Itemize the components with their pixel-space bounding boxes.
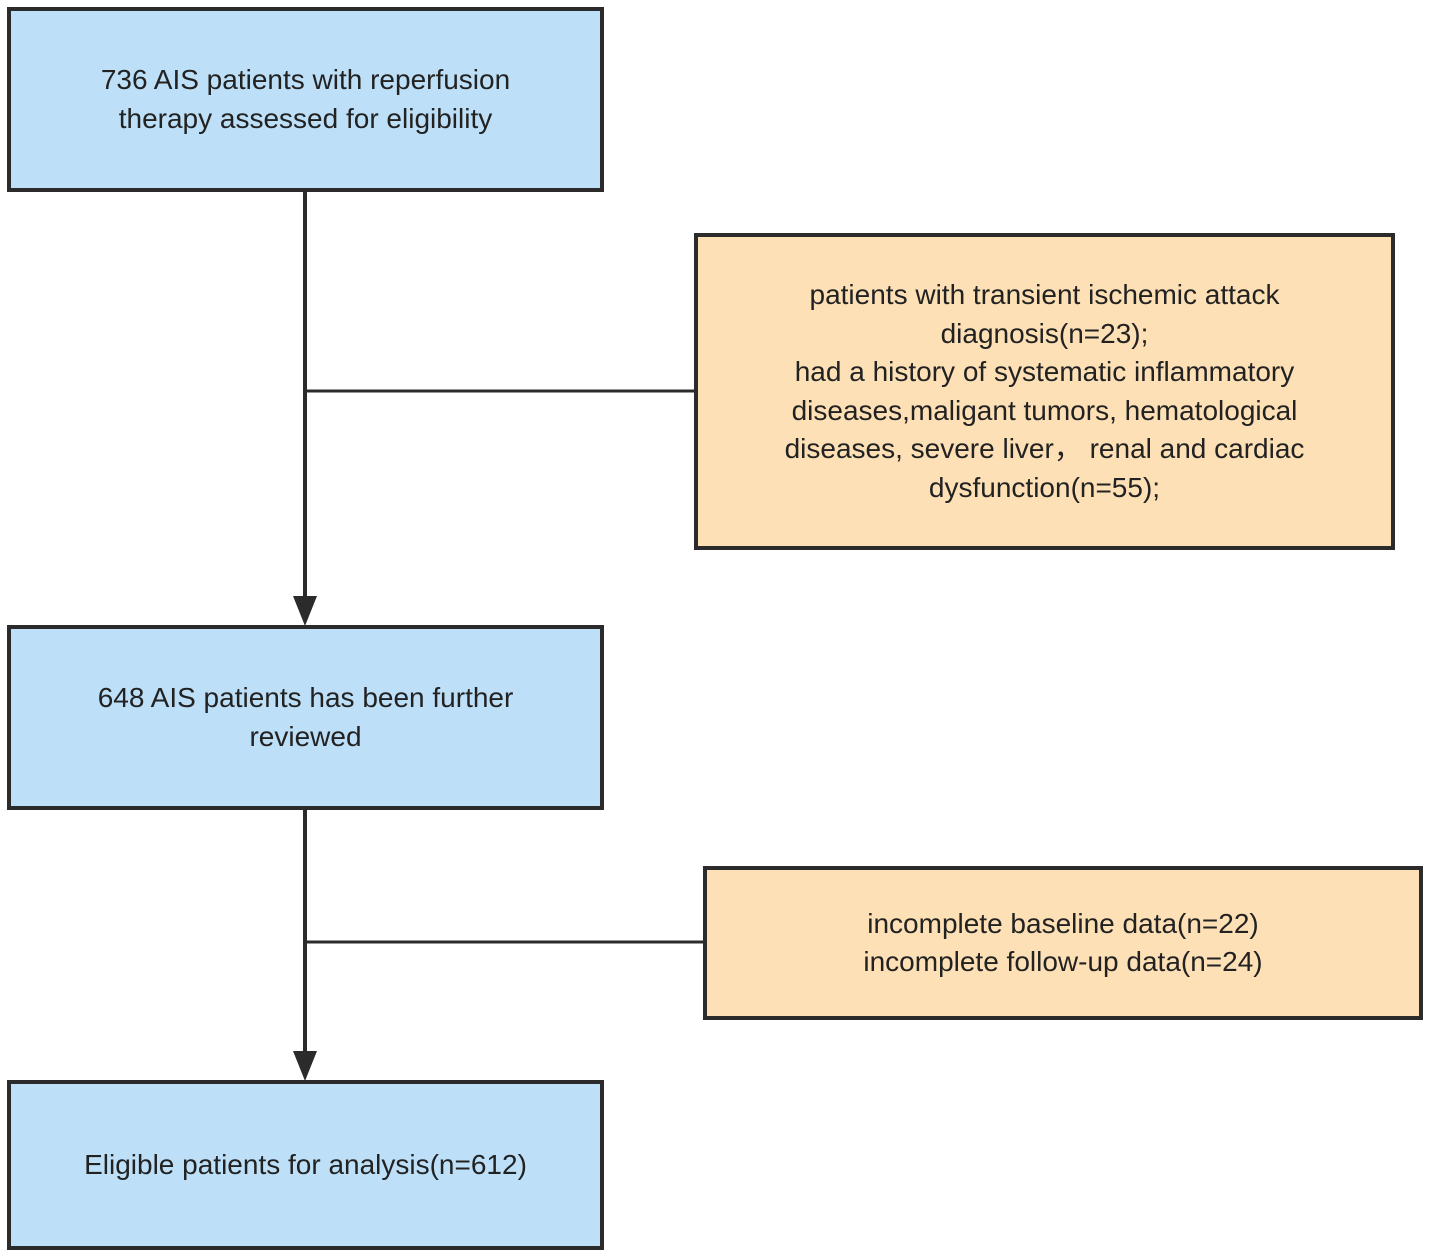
exclusion-box-2: incomplete baseline data(n=22) incomplet… [703,866,1423,1020]
exclusion-1-line: diseases,maligant tumors, hematological [791,394,1298,426]
eligible-text: Eligible patients for analysis(n=612) [84,1146,527,1185]
eligible-line: Eligible patients for analysis(n=612) [84,1148,527,1180]
reviewed-line: 648 AIS patients has been further [97,682,514,713]
reviewed-text: 648 AIS patients has been further review… [98,679,514,756]
exclusion-1-line: diseases, severe liver， renal and cardia… [784,433,1305,464]
exclusion-2-text: incomplete baseline data(n=22) incomplet… [863,905,1262,982]
reviewed-box: 648 AIS patients has been further review… [7,625,604,810]
exclusion-2-line: incomplete follow-up data(n=24) [863,946,1263,977]
eligible-box: Eligible patients for analysis(n=612) [7,1080,604,1250]
exclusion-box-1: patients with transient ischemic attack … [694,233,1395,550]
exclusion-1-line: diagnosis(n=23); [940,317,1149,349]
assessed-line: therapy assessed for eligibility [118,102,493,134]
reviewed-line: reviewed [249,720,362,752]
exclusion-1-line: had a history of systematic inflammatory [794,356,1295,387]
assessed-box: 736 AIS patients with reperfusion therap… [7,7,604,192]
assessed-line: 736 AIS patients with reperfusion [100,64,511,95]
arrowhead-to-reviewed [293,596,317,626]
assessed-text: 736 AIS patients with reperfusion therap… [101,61,510,138]
exclusion-2-line: incomplete baseline data(n=22) [867,907,1259,939]
exclusion-1-line: dysfunction(n=55); [928,471,1161,503]
exclusion-1-line: patients with transient ischemic attack [809,279,1280,310]
arrowhead-to-eligible [293,1051,317,1081]
exclusion-1-text: patients with transient ischemic attack … [785,276,1305,507]
